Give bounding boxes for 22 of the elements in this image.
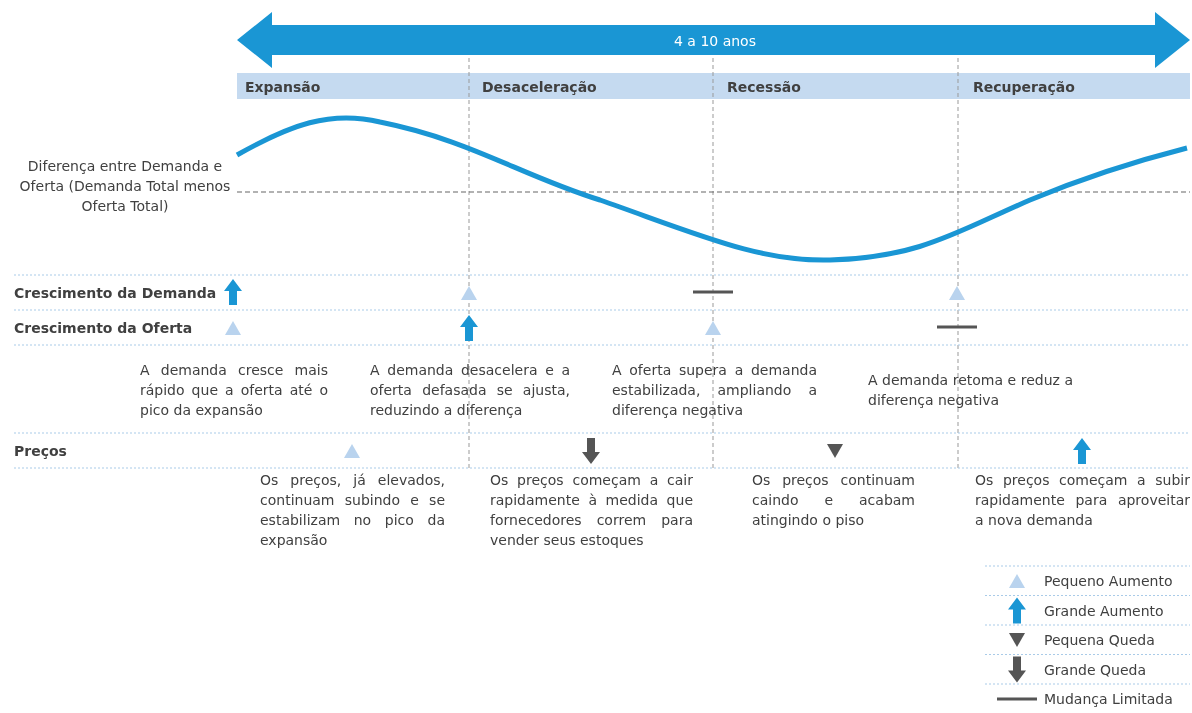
description-text: A oferta supera a demanda estabilizada, ampliando a diferença negativa (612, 361, 817, 420)
legend-text: Grande Aumento (1044, 601, 1164, 621)
legend-text: Pequena Queda (1044, 631, 1155, 650)
phase-label: Expansão (245, 78, 322, 97)
description-text: Os preços continuam caindo e acabam atingindo o piso (752, 471, 915, 530)
row-label: Preços (14, 442, 68, 461)
description-text: Os preços começam a cair rapidamente à medida que fornecedores correm para vender seus estoques (490, 471, 693, 550)
description-text: A demanda cresce mais rápido que a oferta até o pico da expansão (140, 361, 328, 420)
description-text: Os preços, já elevados, continuam subindo e se estabilizam no pico da expansão (260, 471, 445, 550)
legend-text: Pequeno Aumento (1044, 572, 1173, 591)
phase-label: Recuperação (973, 78, 1076, 97)
description-text: A demanda desacelera e a oferta defasada se ajusta, reduzindo a diferença (370, 361, 570, 420)
description-text: Os preços começam a subir rapidamente para aproveitar a nova demanda (975, 471, 1190, 530)
row-label: Crescimento da Oferta (14, 319, 194, 338)
legend-text: Mudança Limitada (1044, 690, 1173, 709)
span-label: 4 a 10 anos (673, 32, 757, 51)
description-text: A demanda retoma e reduz a diferença negativa (868, 371, 1073, 410)
row-label: Crescimento da Demanda (14, 284, 218, 303)
phase-label: Desaceleração (482, 78, 598, 97)
legend-text: Grande Queda (1044, 660, 1146, 680)
phase-label: Recessão (727, 78, 802, 97)
axis-label: Diferença entre Demanda e Oferta (Demanda Total menos Oferta Total) (18, 157, 232, 216)
